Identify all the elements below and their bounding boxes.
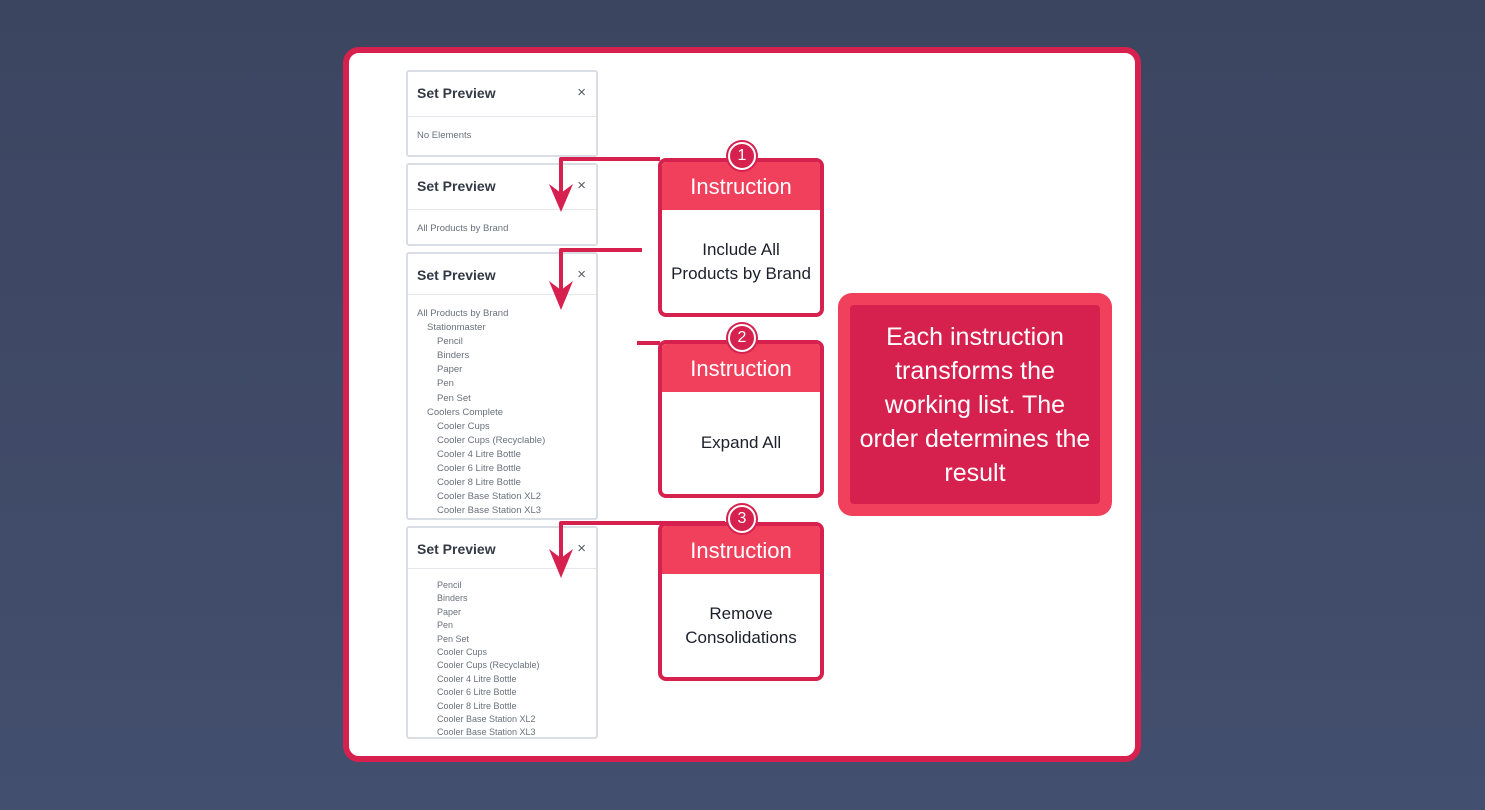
panel-body: Pencil Binders Paper Pen Pen Set Cooler … [408, 569, 596, 740]
instruction-body: Include All Products by Brand [671, 239, 811, 283]
list-item: Cooler Base Station XL2 [437, 491, 542, 503]
list-item: Cooler 8 Litre Bottle [437, 700, 517, 711]
panel-header: Set Preview × [408, 165, 596, 210]
step-number-badge: 2 [728, 324, 756, 352]
panel-title: Set Preview [417, 85, 496, 101]
list-item: Coolers Complete [427, 406, 504, 418]
list-item: No Elements [417, 130, 472, 141]
list-item: Pen [437, 378, 454, 390]
arrowhead-icon [549, 549, 573, 578]
step-number-badge: 1 [728, 142, 756, 170]
panel-header: Set Preview × [408, 528, 596, 569]
list-item: All Products by Brand [417, 223, 509, 234]
list-item: Cooler Cups [437, 420, 490, 432]
arrowhead-icon [549, 184, 573, 212]
panel-body: All Products by Brand [408, 210, 596, 236]
list-item: Cooler 8 Litre Bottle [437, 477, 521, 489]
list-item: Pencil [437, 336, 463, 348]
panel-title: Set Preview [417, 178, 496, 194]
close-icon[interactable]: × [577, 84, 586, 101]
connector-line-2 [559, 248, 642, 292]
panel-header: Set Preview × [408, 254, 596, 295]
list-item: Cooler Cups (Recyclable) [437, 660, 540, 671]
callout-box: Each instruction transforms the working … [838, 293, 1112, 516]
list-item: Paper [437, 606, 462, 617]
step-number-badge: 3 [728, 505, 756, 533]
callout-text: Each instruction transforms the working … [850, 305, 1100, 504]
panel-title: Set Preview [417, 541, 496, 557]
list-item: Cooler Cups [437, 646, 488, 657]
list-item: Binders [437, 350, 470, 362]
instruction-box-2: Instruction Expand All [658, 340, 824, 498]
list-item: Cooler 4 Litre Bottle [437, 673, 517, 684]
list-item: Pen Set [437, 633, 470, 644]
instruction-header: Instruction [662, 344, 820, 392]
panel-body: No Elements [408, 117, 596, 143]
connector-line-1 [559, 157, 660, 195]
close-icon[interactable]: × [577, 266, 586, 283]
panel-header: Set Preview × [408, 72, 596, 117]
instruction-body: Expand All [700, 433, 782, 452]
list-item: Stationmaster [427, 322, 486, 334]
list-item: Cooler Base Station XL3 [437, 727, 536, 738]
set-preview-panel-2: Set Preview × All Products by Brand [406, 163, 598, 246]
panel-body: All Products by Brand Stationmaster Penc… [408, 295, 596, 518]
list-item: Pen [437, 620, 454, 631]
close-icon[interactable]: × [577, 540, 586, 557]
list-item: Cooler Base Station XL3 [437, 505, 542, 517]
list-item: Cooler 4 Litre Bottle [437, 448, 521, 460]
instruction-header: Instruction [662, 162, 820, 210]
instruction-box-1: Instruction Include All Products by Bran… [658, 158, 824, 317]
list-item: Cooler Cups (Recyclable) [437, 434, 546, 446]
close-icon[interactable]: × [577, 177, 586, 194]
list-item: Pencil [437, 580, 462, 590]
panel-title: Set Preview [417, 267, 496, 283]
list-item: Cooler 6 Litre Bottle [437, 463, 521, 475]
instruction-box-3: Instruction Remove Consolidations [658, 522, 824, 681]
list-item: Cooler 6 Litre Bottle [437, 687, 517, 698]
list-item: Pen Set [437, 392, 471, 404]
set-preview-panel-1: Set Preview × No Elements [406, 70, 598, 157]
list-item: Cooler Base Station XL2 [437, 713, 536, 724]
instruction-body: Remove Consolidations [685, 603, 797, 647]
instruction-header: Instruction [662, 526, 820, 574]
arrowhead-icon [549, 281, 573, 310]
list-item: All Products by Brand [417, 308, 509, 319]
list-item: Binders [437, 593, 468, 604]
list-item: Paper [437, 364, 463, 376]
